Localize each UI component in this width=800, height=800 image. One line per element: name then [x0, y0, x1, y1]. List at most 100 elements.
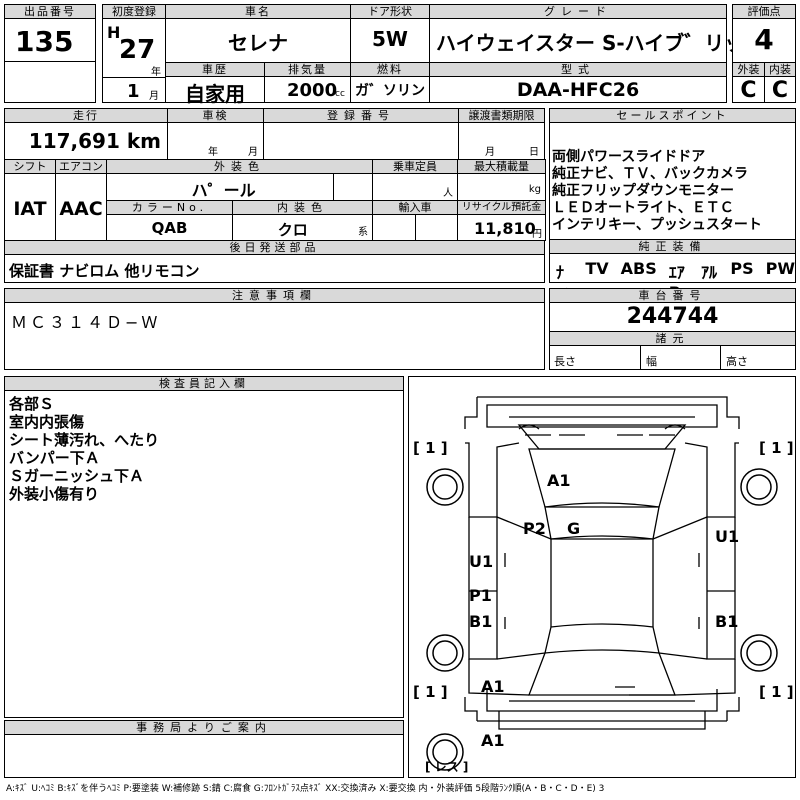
equipment-item: TV — [585, 259, 609, 278]
interior-value: C — [771, 78, 789, 103]
lot-number-cell: 出品番号 135 — [4, 4, 96, 62]
damage-pillar: P2 — [523, 519, 546, 538]
tire-front-right-label: [ 1 ] — [759, 439, 794, 457]
recycle-label: リサイクル預託金 — [458, 201, 545, 215]
reg-number-cell: 登録番号 — [263, 108, 459, 160]
parts-value: 保証書 ナビロム 他リモコン — [9, 262, 200, 280]
recycle-value: 11,810 — [474, 219, 536, 238]
model-label: 型式 — [430, 63, 726, 77]
grade-label: グレード — [430, 5, 726, 19]
damage-windshield: G — [567, 519, 581, 538]
color-number-value: QAB — [151, 219, 188, 237]
damage-right-front-door: U1 — [715, 527, 740, 546]
inspector-note-line: シート薄汚れ、へたり — [9, 431, 160, 449]
damage-left-panel: P1 — [469, 586, 492, 605]
max-load-unit: kg — [528, 184, 541, 195]
interior-cell: 内装 C — [764, 62, 796, 103]
equipment-box: 純正装備 ﾅﾋﾞ TV ABS ｴｱB ｱﾙﾐ PS PW — [549, 239, 796, 306]
grade-cell: グレード ハイウェイスター S-ハイブ゛リット゛ — [429, 4, 784, 63]
aircon-label: エアコン — [56, 160, 106, 174]
max-load-label: 最大積載量 — [458, 160, 545, 174]
history-label: 車歴 — [166, 63, 264, 77]
transfer-day-unit: 日 — [529, 147, 539, 158]
mileage-cell: 走行 117,691 km — [4, 108, 168, 160]
chassis-label: 車台番号 — [550, 289, 795, 303]
fuel-cell: 燃料 ガ゛ソリン — [350, 62, 430, 103]
length-label: 長さ — [554, 355, 576, 368]
door-value: 5W — [372, 27, 408, 51]
lot-number-label: 出品番号 — [5, 5, 95, 19]
score-value: 4 — [754, 23, 774, 56]
damage-right-rear: B1 — [715, 612, 739, 631]
sales-points-list: 両側パワースライドドア 純正ナビ、ＴＶ、バックカメラ 純正フリップダウンモニター… — [552, 149, 762, 234]
sales-point-line: 純正フリップダウンモニター — [552, 183, 734, 199]
sales-point-line: インテリキー、プッシュスタート — [552, 217, 762, 233]
office-box: 事務局よりご案内 — [4, 720, 404, 778]
door-label: ドア形状 — [351, 5, 429, 19]
grade-value: ハイウェイスター S-ハイブ゛リット゛ — [436, 31, 785, 55]
first-registration-cell: 初度登録 H 27 年 1 月 — [102, 4, 166, 103]
year-unit: 年 — [151, 67, 161, 78]
door-cell: ドア形状 5W — [350, 4, 430, 63]
equipment-item: PS — [730, 259, 754, 278]
car-diagram-box: [ 1 ] [ 1 ] [ 1 ] [ 1 ] [ レス ] A1 G P2 U… — [408, 376, 796, 778]
header-section: 出品番号 135 初度登録 H 27 年 1 月 車名 セレナ ドア形状 5W … — [4, 4, 796, 106]
history-value: 自家用 — [185, 82, 245, 106]
sales-point-line: 純正ナビ、ＴＶ、バックカメラ — [552, 166, 748, 182]
inspector-note-line: Ｓガーニッシュ下Ａ — [9, 467, 145, 485]
damage-rear-lower: A1 — [481, 731, 505, 750]
interior-color-unit: 系 — [358, 227, 368, 238]
displacement-value: 2000 — [287, 80, 338, 101]
inspector-label: 検査員記入欄 — [5, 377, 403, 391]
recycle-unit: 円 — [532, 229, 542, 240]
capacity-unit: 人 — [443, 188, 453, 199]
score-cell: 評価点 4 — [732, 4, 796, 63]
fuel-value: ガ゛ソリン — [355, 83, 425, 99]
aircon-cell: エアコン AAC — [55, 159, 107, 241]
sales-points-box: セールスポイント 両側パワースライドドア 純正ナビ、ＴＶ、バックカメラ 純正フリ… — [549, 108, 796, 240]
notes-label: 注意事項欄 — [5, 289, 544, 303]
fuel-label: 燃料 — [351, 63, 429, 77]
notes-value: ＭＣ３１４Ｄ−Ｗ — [11, 313, 161, 332]
first-registration-label: 初度登録 — [103, 5, 165, 19]
damage-left-rear: B1 — [469, 612, 493, 631]
interior-color-label: 内装色 — [233, 201, 372, 215]
displacement-unit: cc — [335, 89, 345, 99]
year-value: 27 — [119, 35, 156, 65]
transfer-month-unit: 月 — [485, 147, 495, 158]
inspection-cell: 車検 年 月 — [167, 108, 264, 160]
car-outline-diagram — [426, 396, 778, 771]
month-value: 1 — [127, 81, 140, 102]
spec-grid: シフト IAT エアコン AAC 外装色 ハ゜ール 乗車定員 人 最大積載量 k… — [4, 159, 546, 241]
import-cell: 輸入車 — [372, 200, 458, 241]
capacity-cell: 乗車定員 人 — [372, 159, 458, 201]
tire-rear-left-label: [ 1 ] — [413, 683, 448, 701]
displacement-cell: 排気量 2000 cc — [264, 62, 351, 103]
dims-label: 諸元 — [550, 331, 795, 346]
lot-number-blank — [4, 61, 96, 103]
inspector-note-line: バンパー下Ａ — [9, 449, 100, 467]
score-label: 評価点 — [733, 5, 795, 19]
recycle-cell: リサイクル預託金 11,810 円 — [457, 200, 546, 241]
tire-front-left-label: [ 1 ] — [413, 439, 448, 457]
inspector-note-line: 各部Ｓ — [9, 395, 55, 413]
history-cell: 車歴 自家用 — [165, 62, 265, 106]
mileage-label: 走行 — [5, 109, 167, 123]
inspection-month-unit: 月 — [248, 147, 258, 158]
chassis-box: 車台番号 244744 諸元 長さ 幅 高さ — [549, 288, 796, 370]
mileage-value: 117,691 km — [28, 129, 161, 153]
sales-point-line: 両側パワースライドドア — [552, 149, 706, 165]
damage-rear-bumper: A1 — [481, 677, 505, 696]
inspector-note-line: 室内内張傷 — [9, 413, 85, 431]
exterior-color-value: ハ゜ール — [191, 181, 256, 200]
damage-hood: A1 — [547, 471, 571, 490]
inspection-label: 車検 — [168, 109, 263, 123]
chassis-value: 244744 — [626, 304, 719, 329]
car-name-value: セレナ — [228, 31, 288, 55]
width-label: 幅 — [646, 355, 657, 368]
lot-number-value: 135 — [15, 25, 74, 58]
equipment-item: PW — [765, 259, 795, 278]
inspection-year-unit: 年 — [208, 147, 218, 158]
exterior-cell: 外装 C — [732, 62, 765, 103]
interior-label: 内装 — [765, 63, 795, 77]
